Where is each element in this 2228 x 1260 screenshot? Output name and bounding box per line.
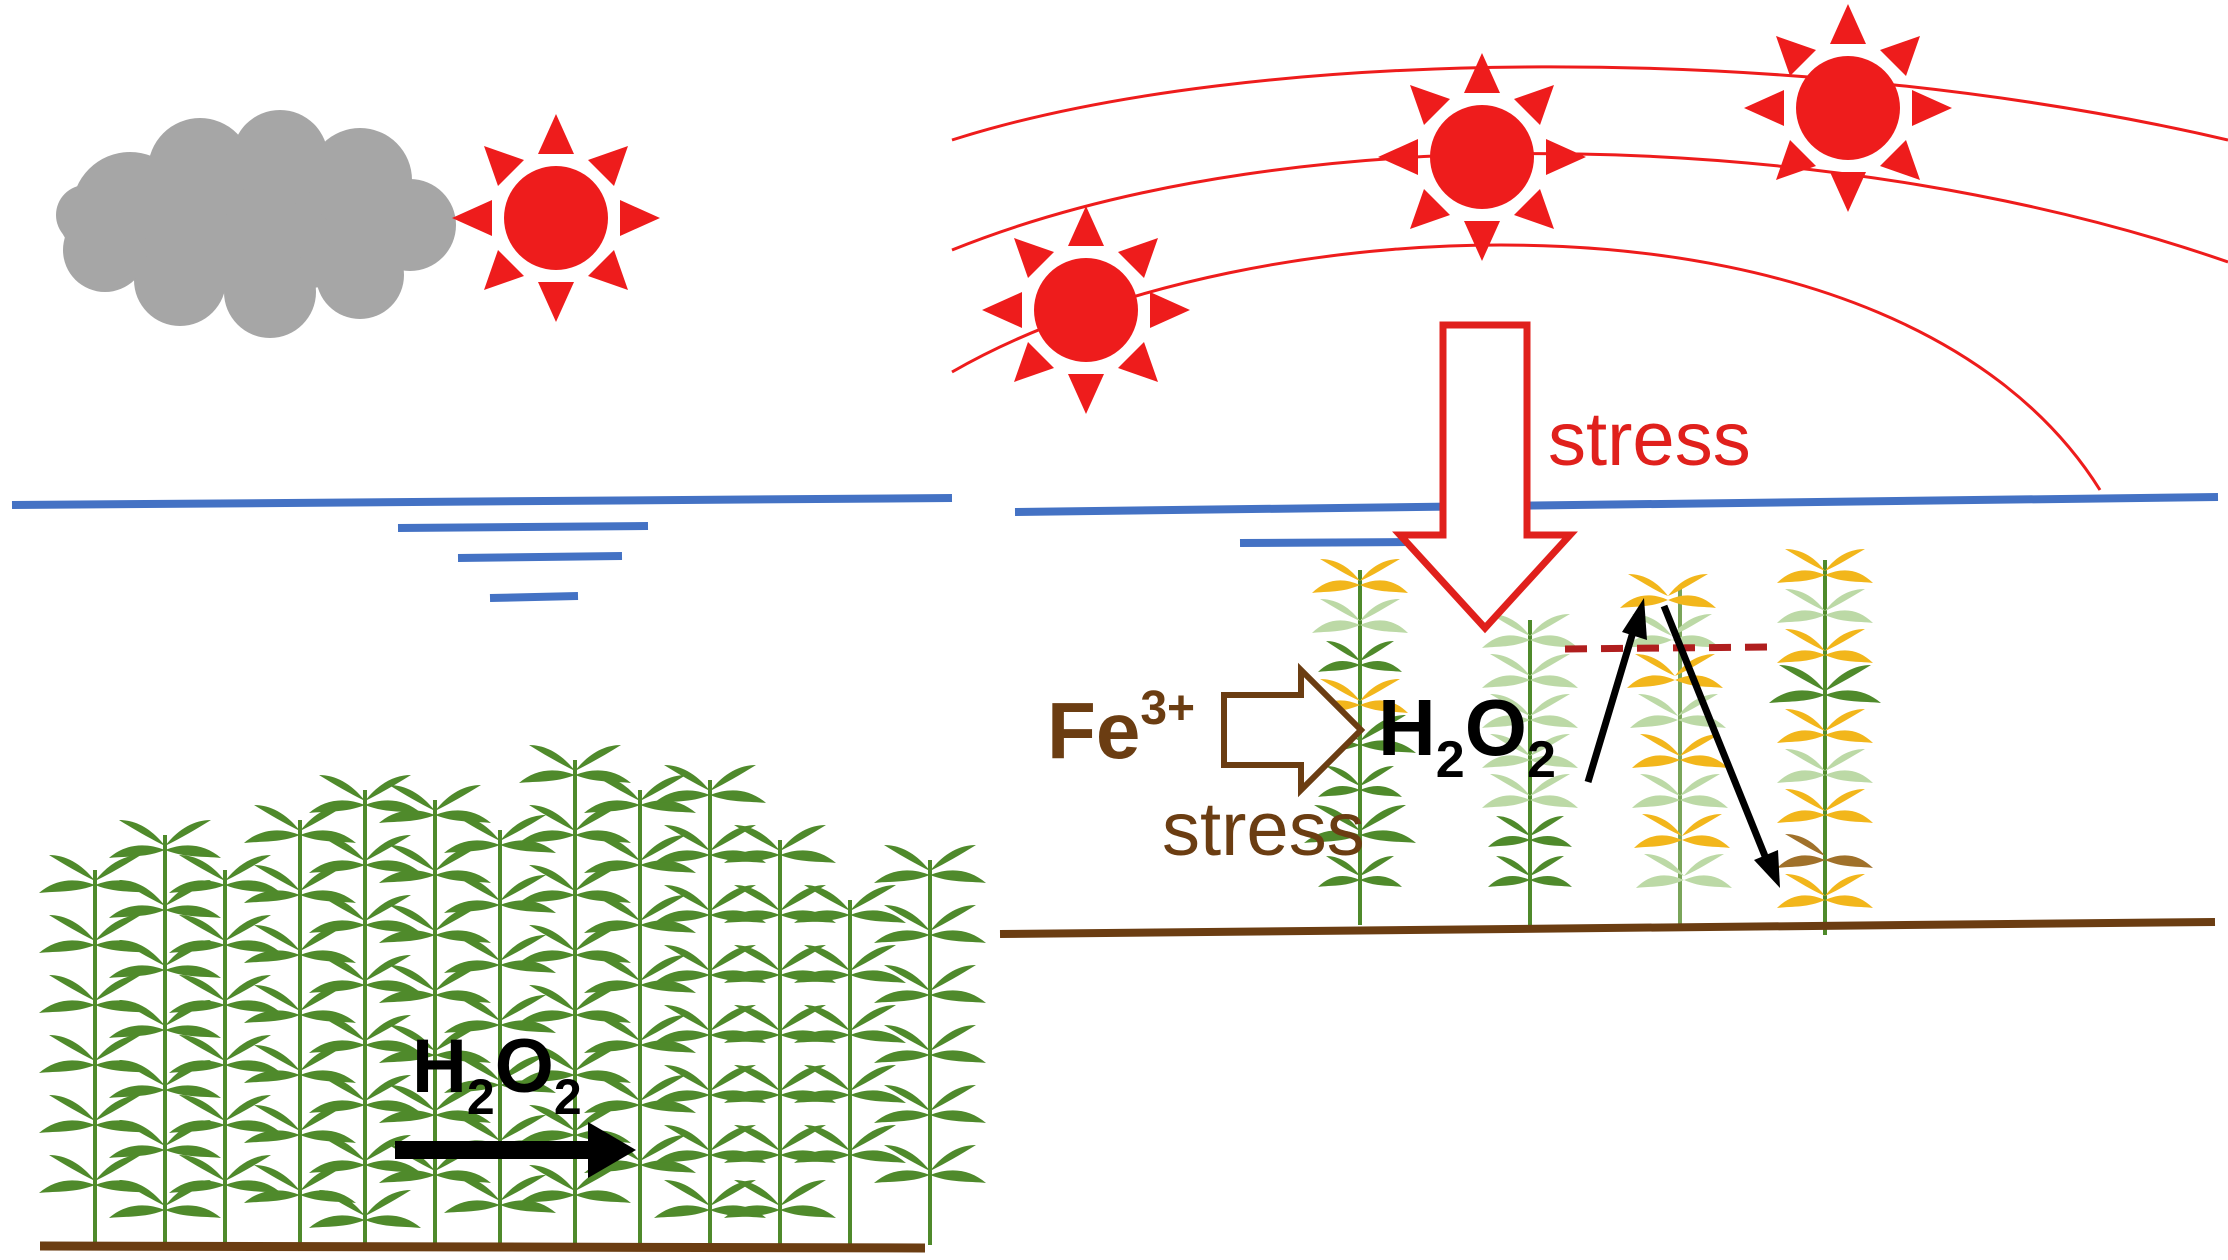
cloud-icon (56, 110, 456, 338)
water-surface (1239, 538, 1411, 547)
sun-icon (452, 114, 660, 322)
sun-icon (1744, 4, 1952, 212)
left-h2o2-flux: H2O2 (395, 1024, 636, 1178)
right-h2o2-label: H2O2 (1378, 683, 1556, 789)
sun-icon (1378, 53, 1586, 261)
block-arrow-down-icon (1392, 321, 1578, 634)
right-panel: stress Fe3+ stress H2O2 (951, 4, 2228, 938)
arrow-right-icon (395, 1122, 636, 1178)
sediment-line (39, 1241, 926, 1253)
fe-label: Fe3+ (1047, 682, 1195, 775)
oscillation-arrows (1584, 598, 1780, 888)
stress-label-fe: stress (1162, 787, 1365, 872)
plant (1304, 559, 1416, 925)
water-surface (11, 494, 953, 602)
block-arrow-right-icon (1221, 662, 1366, 798)
left-h2o2-label: H2O2 (412, 1024, 582, 1125)
plant (1769, 549, 1881, 935)
stress-label-top: stress (1548, 397, 1751, 482)
dense-plant-bed (39, 745, 986, 1245)
plant (1482, 614, 1578, 925)
sun-icon (982, 206, 1190, 414)
water-surface (1014, 493, 2219, 516)
sediment-line (999, 918, 2216, 938)
dashed-line (1564, 643, 1769, 653)
left-panel: H2O2 (11, 110, 986, 1253)
